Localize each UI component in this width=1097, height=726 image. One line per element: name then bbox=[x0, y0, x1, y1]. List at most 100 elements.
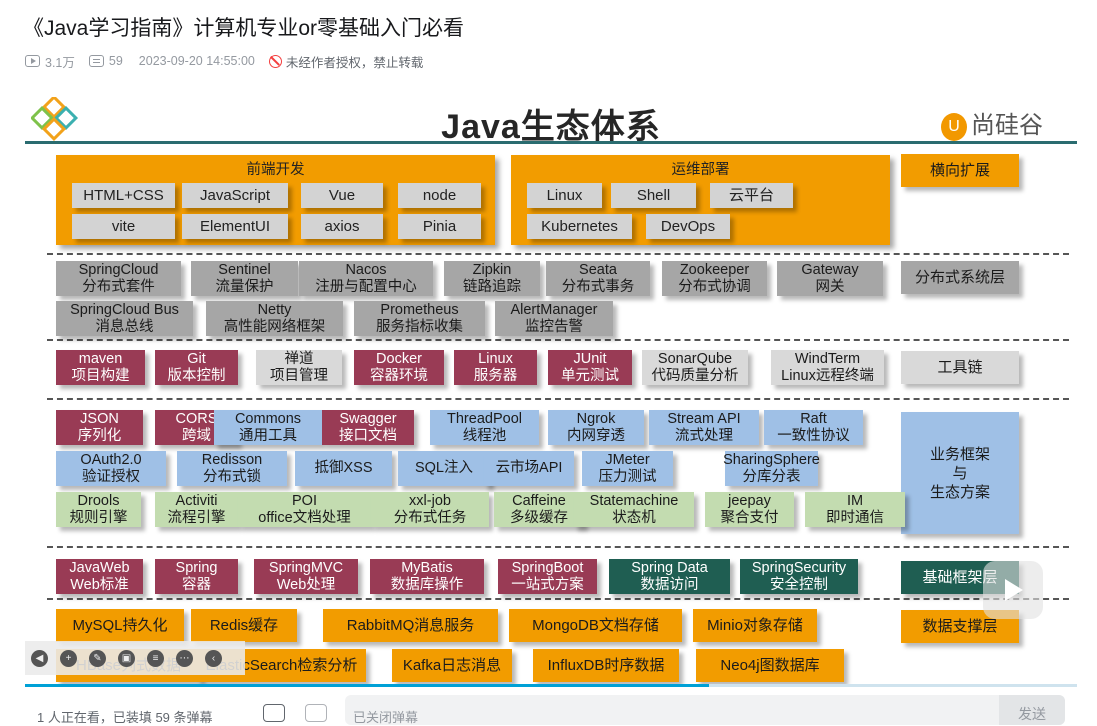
tool-tile: 禅道项目管理 bbox=[256, 350, 342, 385]
storage-tile: Neo4j图数据库 bbox=[696, 649, 844, 682]
separator bbox=[47, 339, 1069, 341]
frontend-tile: ElementUI bbox=[182, 214, 288, 239]
edit-icon[interactable]: ✎ bbox=[89, 649, 106, 667]
danmaku-settings-icon[interactable] bbox=[305, 704, 327, 722]
fullscreen-play-icon[interactable] bbox=[983, 561, 1043, 619]
frontend-tile: Pinia bbox=[398, 214, 481, 239]
slide-title: Java生态体系 bbox=[441, 108, 661, 146]
ops-tile: Kubernetes bbox=[527, 214, 632, 239]
play-count-icon bbox=[25, 55, 40, 67]
danmaku-bar: 1 人正在看，已装填 59 条弹幕 已关闭弹幕 发送 bbox=[25, 687, 1077, 725]
title-rule bbox=[25, 141, 1077, 144]
repost-notice: 未经作者授权，禁止转载 bbox=[268, 52, 423, 71]
storage-tile: Kafka日志消息 bbox=[392, 649, 512, 682]
separator bbox=[47, 546, 1069, 548]
layer-business: 业务框架 与 生态方案 bbox=[901, 412, 1019, 534]
publish-date: 2023-09-20 14:55:00 bbox=[138, 54, 255, 68]
frontend-tile: axios bbox=[301, 214, 383, 239]
frontend-tile: JavaScript bbox=[182, 183, 288, 208]
business-tile: SQL注入 bbox=[398, 451, 490, 486]
progress-bar[interactable] bbox=[25, 684, 1077, 687]
add-icon[interactable]: + bbox=[60, 649, 77, 667]
ops-tile: DevOps bbox=[646, 214, 730, 239]
storage-tile: Redis缓存 bbox=[191, 609, 297, 642]
ops-header: 运维部署 bbox=[671, 162, 730, 178]
danmaku-placeholder: 已关闭弹幕 bbox=[353, 710, 419, 725]
more-icon[interactable]: ⋯ bbox=[176, 649, 193, 667]
storage-tile: MySQL持久化 bbox=[56, 609, 184, 642]
frontend-tile: Vue bbox=[301, 183, 383, 208]
layer-horizontal: 横向扩展 bbox=[901, 154, 1019, 187]
view-count: 3.1万 bbox=[25, 52, 75, 71]
business-tile: 云市场API bbox=[484, 451, 574, 486]
no-repost-icon bbox=[268, 54, 282, 68]
danmaku-toggle-icon[interactable] bbox=[263, 704, 285, 722]
frontend-tile: HTML+CSS bbox=[72, 183, 175, 208]
ops-tile: Linux bbox=[527, 183, 602, 208]
screen-icon[interactable]: ▣ bbox=[118, 649, 135, 667]
danmaku-input[interactable]: 已关闭弹幕 发送 bbox=[345, 695, 1065, 725]
ops-tile: Shell bbox=[611, 183, 696, 208]
storage-tile: MongoDB文档存储 bbox=[509, 609, 682, 642]
back-icon[interactable]: ‹ bbox=[205, 649, 222, 667]
prev-icon[interactable]: ◀ bbox=[31, 649, 48, 667]
danmaku-count-icon bbox=[88, 55, 104, 67]
separator bbox=[47, 253, 1069, 255]
storage-tile: InfluxDB时序数据 bbox=[533, 649, 679, 682]
frontend-header: 前端开发 bbox=[246, 162, 305, 178]
video-meta: 3.1万 59 2023-09-20 14:55:00 未经作者授权，禁止转载 bbox=[25, 52, 423, 70]
business-tile: 抵御XSS bbox=[295, 451, 392, 486]
frontend-tile: node bbox=[398, 183, 481, 208]
comment-icon[interactable]: ≡ bbox=[147, 649, 164, 667]
video-title: 《Java学习指南》计算机专业or零基础入门必看 bbox=[23, 17, 465, 40]
player-toolbar: ◀ + ✎ ▣ ≡ ⋯ ‹ bbox=[25, 641, 245, 675]
layer-toolchain: 工具链 bbox=[901, 351, 1019, 384]
send-button[interactable]: 发送 bbox=[999, 695, 1065, 725]
separator bbox=[47, 598, 1069, 600]
logo-diamonds-icon bbox=[31, 97, 79, 142]
frontend-tile: vite bbox=[72, 214, 175, 239]
progress-fill bbox=[25, 684, 709, 687]
separator bbox=[47, 398, 1069, 400]
